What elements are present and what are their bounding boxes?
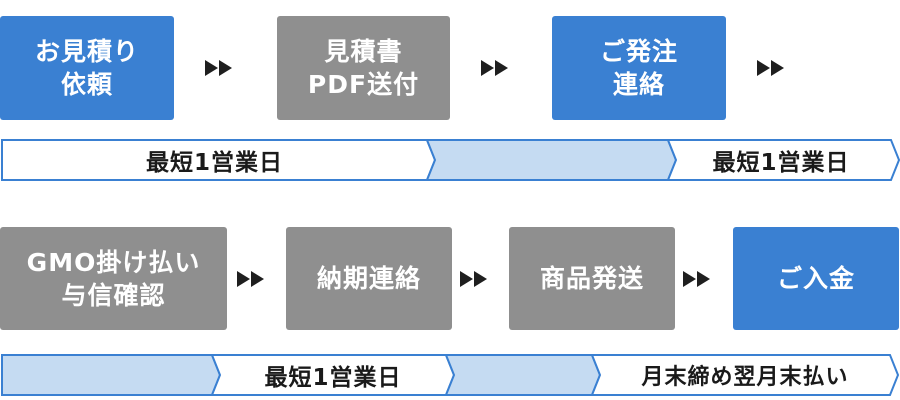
duration-bar-segment (590, 354, 900, 396)
step-order-contact: ご発注 連絡 (552, 16, 726, 120)
step-estimate-pdf: 見積書 PDF送付 (277, 16, 450, 120)
step-delivery-date-contact: 納期連絡 (286, 227, 452, 330)
duration-bar-segment (444, 354, 602, 396)
double-triangle-arrow-icon (237, 271, 264, 287)
duration-label: 最短1営業日 (145, 150, 283, 176)
duration-bar-segment (666, 139, 900, 181)
double-triangle-arrow-icon (683, 271, 710, 287)
duration-label: 月末締め翌月末払い (641, 365, 849, 390)
step-estimate-request: お見積り 依頼 (0, 16, 174, 120)
double-triangle-arrow-icon (757, 60, 784, 76)
double-triangle-arrow-icon (460, 271, 487, 287)
step-payment: ご入金 (733, 227, 899, 330)
duration-bar-segment (425, 139, 678, 181)
step-gmo-credit-check: GMO掛け払い 与信確認 (0, 227, 227, 330)
duration-label: 最短1営業日 (264, 365, 402, 391)
duration-bar-segment (1, 354, 222, 396)
duration-label: 最短1営業日 (712, 150, 850, 176)
step-product-shipping: 商品発送 (509, 227, 675, 330)
double-triangle-arrow-icon (205, 60, 232, 76)
double-triangle-arrow-icon (481, 60, 508, 76)
